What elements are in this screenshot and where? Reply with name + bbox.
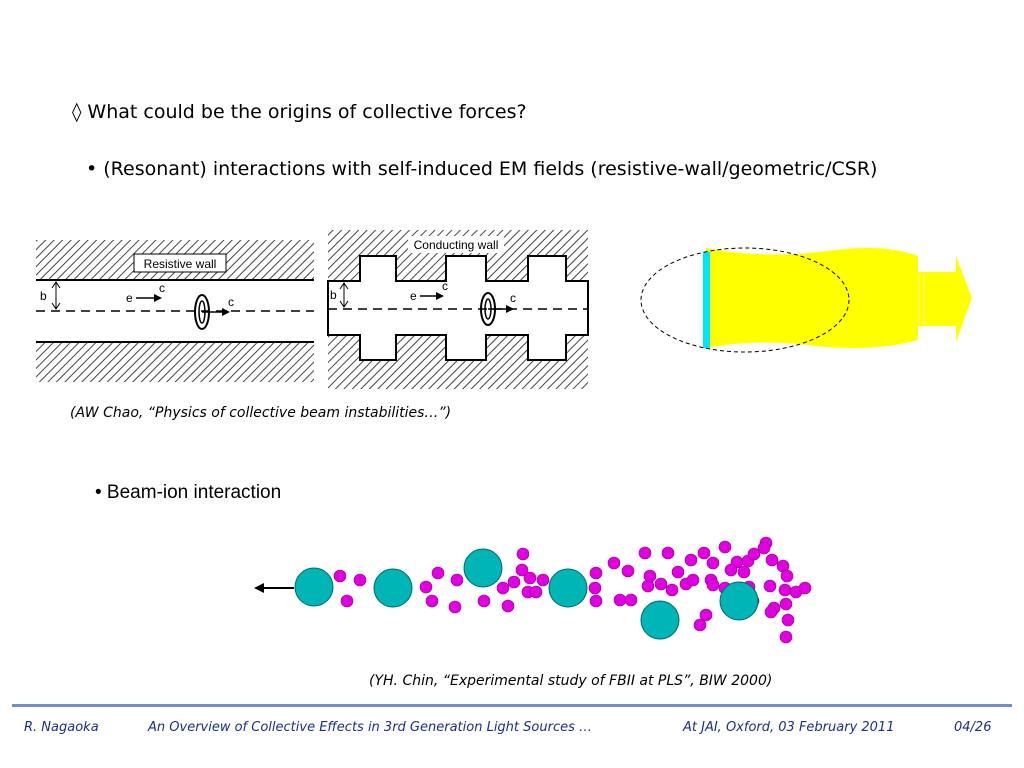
e-label: e — [126, 291, 133, 305]
ion — [654, 577, 668, 591]
ion — [589, 566, 603, 580]
ion — [450, 573, 464, 587]
ion — [607, 556, 621, 570]
caption-chin: (YH. Chin, “Experimental study of FBII a… — [369, 673, 773, 689]
electron-bunch — [463, 548, 503, 588]
ion — [588, 581, 602, 595]
ion — [589, 594, 603, 608]
ion — [643, 569, 657, 583]
ion — [665, 583, 679, 597]
footer-page: 04/26 — [954, 720, 992, 735]
c-label-ring: c — [510, 291, 516, 305]
ion — [757, 541, 771, 555]
ion — [624, 593, 638, 607]
footer-title: An Overview of Collective Effects in 3rd… — [148, 720, 592, 735]
ion — [693, 618, 707, 632]
ion — [779, 597, 793, 611]
b-label: b — [40, 289, 47, 303]
ion — [779, 630, 793, 644]
b-label: b — [330, 288, 337, 302]
radiation-field — [706, 248, 918, 348]
resistive-wall-figure: Resistive wall b e c c — [36, 240, 314, 382]
ion — [523, 571, 537, 585]
ion — [798, 581, 812, 595]
ion — [536, 573, 550, 587]
footer-divider — [12, 704, 1012, 707]
ion — [699, 608, 713, 622]
lower-wall — [36, 342, 314, 382]
radiation-arrow — [918, 256, 972, 342]
ion — [737, 565, 751, 579]
bullet-origins: ◊ What could be the origins of collectiv… — [72, 101, 527, 123]
ion — [778, 583, 792, 597]
ion — [763, 579, 777, 593]
e-label: e — [410, 289, 417, 303]
ion — [431, 566, 445, 580]
resistive-wall-label: Resistive wall — [144, 257, 217, 271]
ion — [515, 563, 529, 577]
ion — [638, 546, 652, 560]
ion — [724, 563, 738, 577]
ion — [718, 540, 732, 554]
ion — [340, 594, 354, 608]
ion — [516, 547, 530, 561]
ion — [419, 580, 433, 594]
ion — [684, 553, 698, 567]
ion — [501, 599, 515, 613]
ion — [671, 565, 685, 579]
c-label-electron: c — [159, 281, 165, 295]
caption-chao: (AW Chao, “Physics of collective beam in… — [70, 405, 452, 421]
ion — [507, 575, 521, 589]
ion — [706, 578, 720, 592]
bullet-em-fields: • (Resonant) interactions with self-indu… — [86, 158, 878, 180]
ion — [706, 556, 720, 570]
footer-venue: At JAI, Oxford, 03 February 2011 — [683, 720, 895, 735]
electron-bunch — [373, 568, 413, 608]
electron-bunch — [294, 567, 334, 607]
ion — [448, 600, 462, 614]
beam-ion-figure — [254, 536, 812, 644]
ion — [496, 581, 510, 595]
footer-author: R. Nagaoka — [24, 720, 99, 735]
ion — [529, 585, 543, 599]
electron-bunch — [719, 581, 759, 621]
ion — [477, 594, 491, 608]
ion — [781, 613, 795, 627]
ion — [613, 593, 627, 607]
ion — [333, 569, 347, 583]
ion — [661, 546, 675, 560]
ion — [425, 594, 439, 608]
bunch-outline — [640, 247, 850, 353]
conducting-wall-label: Conducting wall — [414, 238, 499, 252]
ion — [780, 569, 794, 583]
ion — [686, 573, 700, 587]
bullet-beam-ion: • Beam-ion interaction — [95, 482, 282, 503]
ion — [765, 553, 779, 567]
electron-bunch — [640, 600, 680, 640]
bunch-front — [703, 252, 710, 348]
cavity-channel — [327, 255, 589, 361]
csr-beam-figure — [640, 247, 972, 353]
ion — [747, 547, 761, 561]
conducting-wall-figure: Conducting wall b e c c — [327, 230, 589, 389]
ion-group — [333, 536, 812, 644]
electron-bunch-group — [294, 548, 759, 640]
ion — [353, 573, 367, 587]
ion — [764, 605, 778, 619]
c-label-ring: c — [228, 295, 234, 309]
c-label-electron: c — [442, 279, 448, 293]
ion — [697, 546, 711, 560]
electron-bunch — [548, 568, 588, 608]
ion — [621, 564, 635, 578]
